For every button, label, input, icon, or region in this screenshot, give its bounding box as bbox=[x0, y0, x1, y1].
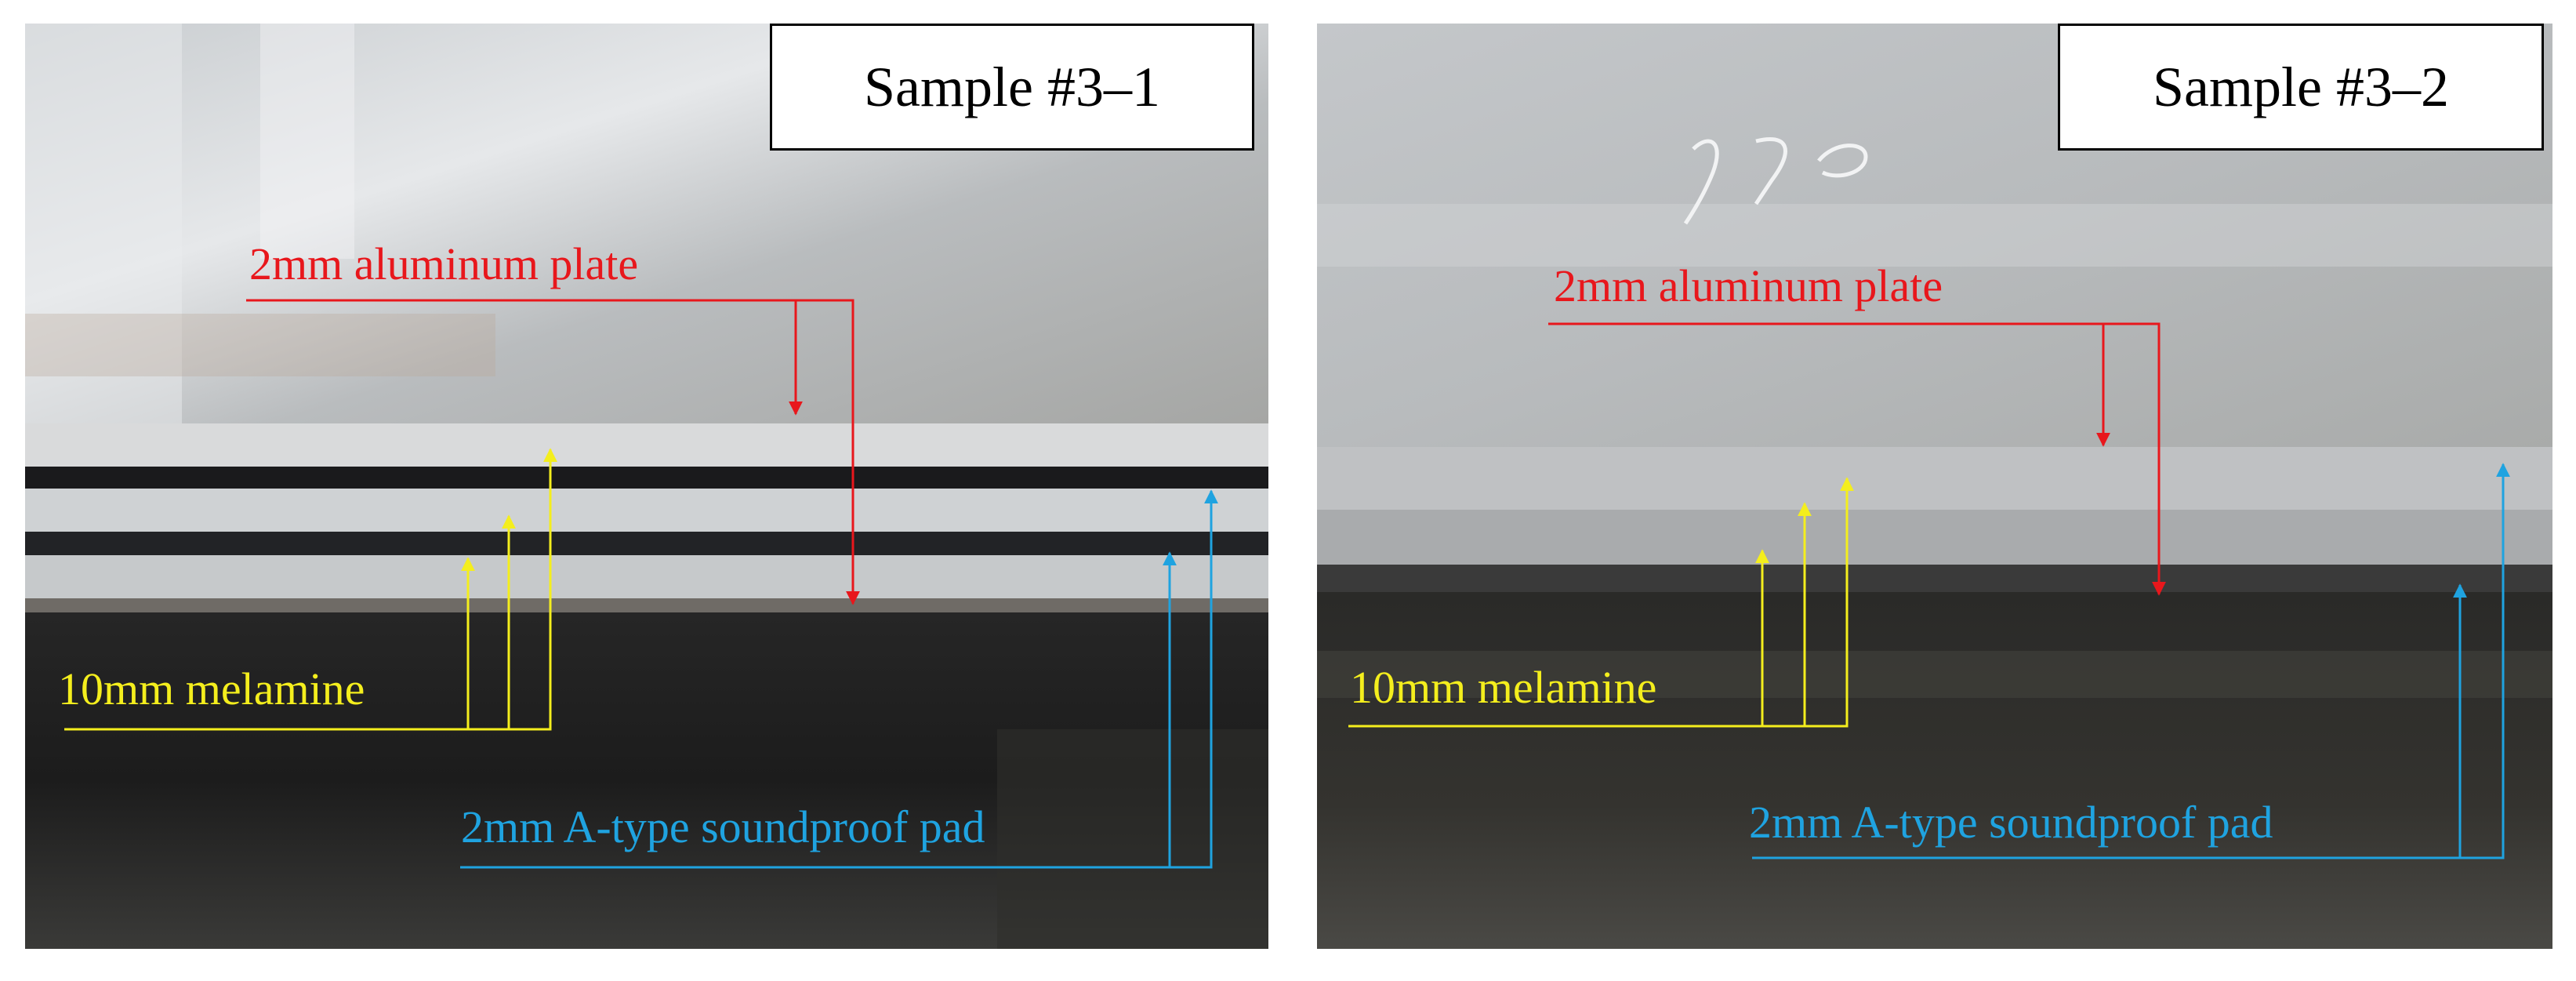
sample-3-2-photo-panel: Sample #3–2 2mm aluminum plate 10mm mela… bbox=[1317, 24, 2552, 949]
sample-label: Sample #3–1 bbox=[864, 55, 1160, 118]
aluminum-plate-label: 2mm aluminum plate bbox=[1554, 260, 1943, 311]
handwritten-mark bbox=[1683, 139, 1719, 225]
soundproof-pad-label: 2mm A-type soundproof pad bbox=[461, 801, 985, 852]
sample-label: Sample #3–2 bbox=[2153, 55, 2449, 118]
sample-label-box: Sample #3–2 bbox=[2058, 24, 2544, 151]
soundproof-pad-label: 2mm A-type soundproof pad bbox=[1749, 797, 2273, 848]
melamine-label: 10mm melamine bbox=[58, 663, 365, 714]
sample-3-1-photo-panel: Sample #3–1 2mm aluminum plate 10mm mela… bbox=[25, 24, 1268, 949]
sample-label-box: Sample #3–1 bbox=[770, 24, 1254, 151]
aluminum-plate-label: 2mm aluminum plate bbox=[249, 238, 639, 289]
melamine-label: 10mm melamine bbox=[1350, 662, 1657, 713]
